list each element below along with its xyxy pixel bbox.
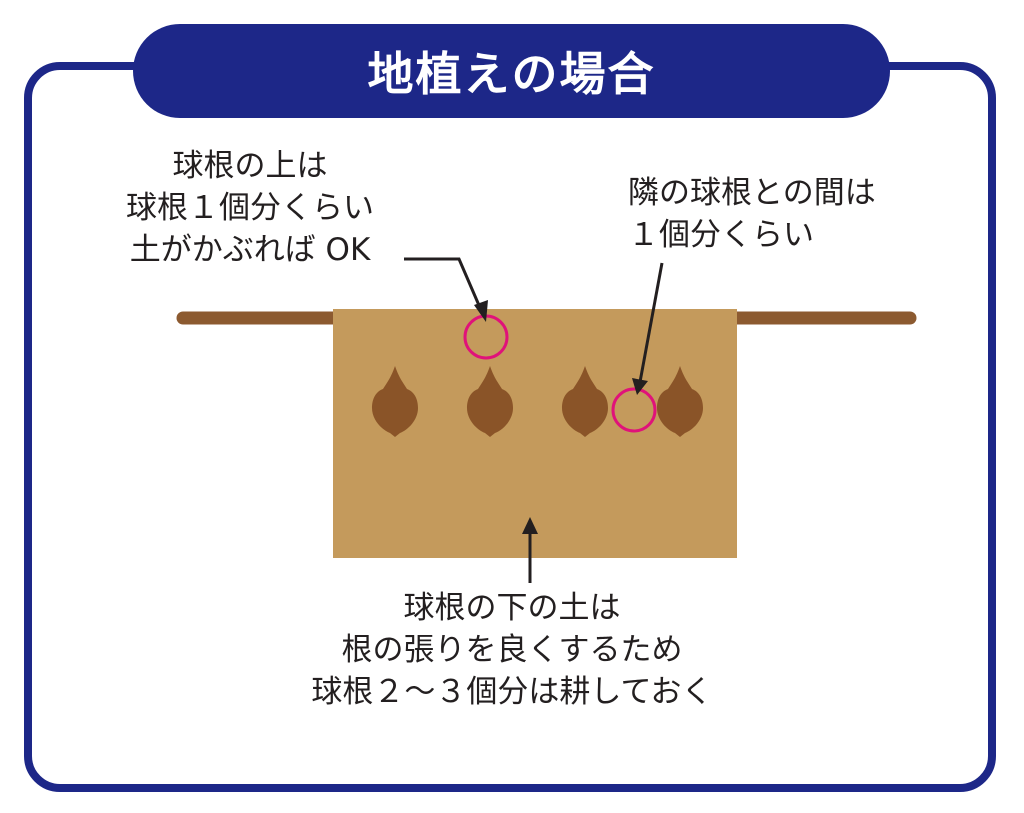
diagram-title: 地植えの場合 (367, 47, 656, 101)
arrow-to-tilled-soil (522, 517, 538, 583)
note-line: 土がかぶれば OK (129, 232, 371, 268)
note-line: 球根の上は (172, 148, 328, 184)
bulb-shape (657, 366, 703, 437)
spacing-between-bulbs-marker (611, 387, 657, 433)
title-banner: 地植えの場合 (133, 24, 890, 118)
soil-above-note: 球根の上は 球根１個分くらい 土がかぶれば OK (100, 145, 400, 271)
note-line: 球根１個分くらい (126, 190, 374, 226)
note-line: 根の張りを良くするため (341, 632, 683, 668)
bulb (562, 366, 608, 437)
tilled-soil-area (333, 309, 737, 558)
soil-below-note: 球根の下の土は 根の張りを良くするため 球根２～３個分は耕しておく (262, 587, 762, 713)
note-line: 球根の下の土は (403, 590, 621, 626)
bulb (657, 366, 703, 437)
bulb-spacing-note: 隣の球根との間は １個分くらい (628, 172, 928, 256)
arrow-to-bulb-spacing (632, 262, 664, 395)
bulb (372, 366, 418, 437)
note-line: １個分くらい (628, 217, 814, 253)
bulb-shape (372, 366, 418, 437)
bulb (467, 366, 513, 437)
bulb-shape (467, 366, 513, 437)
note-line: 隣の球根との間は (628, 175, 876, 211)
note-line: 球根２～３個分は耕しておく (311, 674, 713, 710)
arrow-to-soil-above (404, 257, 488, 322)
bulb-shape (562, 366, 608, 437)
